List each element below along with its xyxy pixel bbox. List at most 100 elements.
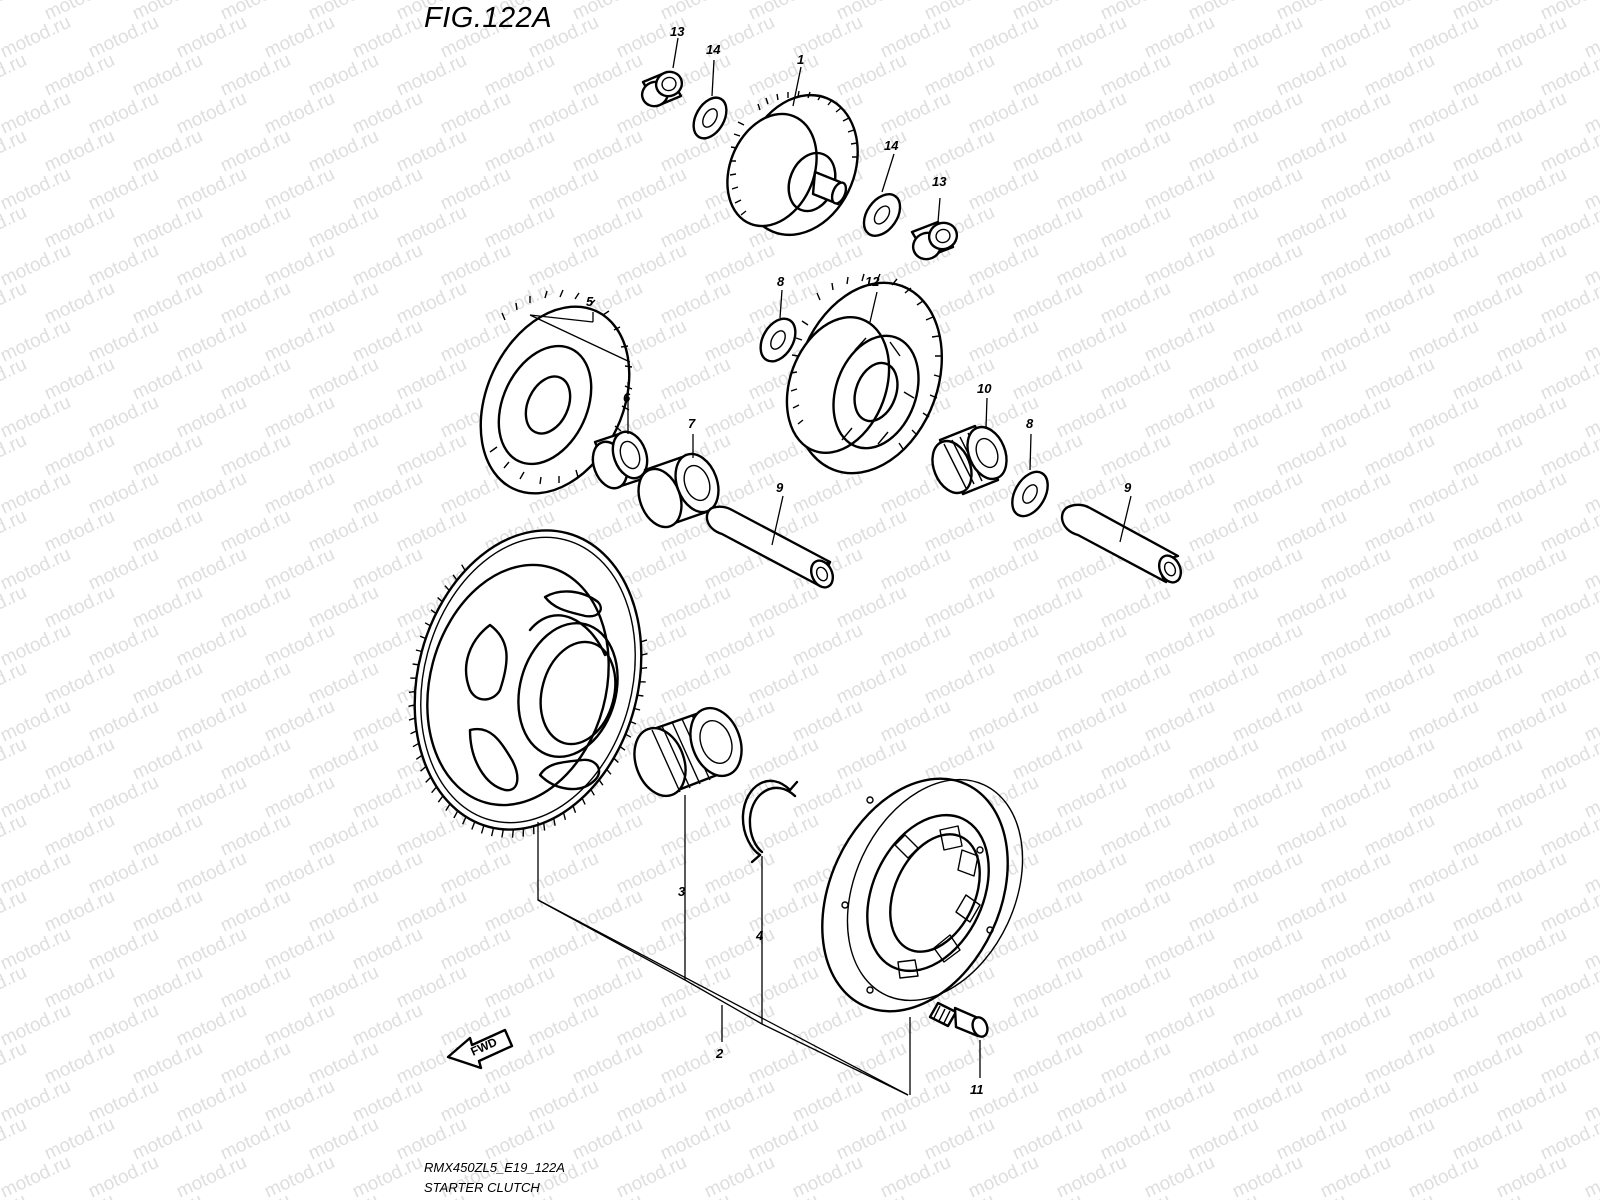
callout-13: 13: [670, 24, 685, 39]
watermark-text: motod.ru: [305, 1190, 382, 1200]
watermark-text: motod.ru: [1537, 962, 1600, 1013]
watermark-text: motod.ru: [1537, 202, 1600, 253]
watermark-text: motod.ru: [173, 1152, 250, 1200]
watermark-text: motod.ru: [0, 582, 30, 633]
watermark-text: motod.ru: [965, 1152, 1042, 1200]
callout-14: 14: [884, 138, 899, 153]
callout-2: 2: [715, 1046, 724, 1061]
callout-1: 1: [797, 52, 804, 67]
watermark-text: motod.ru: [0, 734, 30, 785]
watermark-text: motod.ru: [789, 1152, 866, 1200]
part-9-shaft-right: [1060, 503, 1183, 584]
part-14-washer-right: [862, 193, 902, 237]
part-5-gear-left: [479, 289, 633, 495]
watermark-text: motod.ru: [0, 962, 30, 1013]
watermark-text: motod.ru: [1537, 886, 1600, 937]
callout-14: 14: [706, 42, 721, 57]
part-2-one-way-clutch: [821, 777, 1024, 1013]
part-13-spacer-right: [910, 220, 959, 261]
watermark-text: motod.ru: [41, 1190, 118, 1200]
watermark-text: motod.ru: [217, 1190, 294, 1200]
watermark-text: motod.ru: [0, 658, 30, 709]
watermark-text: motod.ru: [1537, 810, 1600, 861]
part-8-washer-lower: [1011, 470, 1049, 518]
watermark-text: motod.ru: [1009, 1190, 1086, 1200]
watermark-text: motod.ru: [1141, 1152, 1218, 1200]
part-14-washer-left: [692, 96, 728, 140]
watermark-text: motod.ru: [1361, 1190, 1438, 1200]
watermark-text: motod.ru: [1537, 430, 1600, 481]
watermark-text: motod.ru: [1449, 1190, 1526, 1200]
watermark-text: motod.ru: [1537, 50, 1600, 101]
watermark-text: motod.ru: [0, 278, 30, 329]
figure-title: FIG.122A: [424, 2, 553, 34]
watermark-text: motod.ru: [1229, 1152, 1306, 1200]
watermark-text: motod.ru: [0, 1038, 30, 1089]
watermark-text: motod.ru: [613, 1152, 690, 1200]
watermark-text: motod.ru: [1537, 278, 1600, 329]
watermark-text: motod.ru: [349, 1152, 426, 1200]
watermark-text: motod.ru: [1405, 1152, 1482, 1200]
watermark-text: motod.ru: [0, 1114, 30, 1165]
watermark-text: motod.ru: [1537, 126, 1600, 177]
watermark-text: motod.ru: [1537, 734, 1600, 785]
part-9-shaft-left: [705, 505, 835, 589]
callout-7: 7: [688, 416, 696, 431]
callout-6: 6: [623, 390, 631, 405]
callout-5: 5: [586, 294, 594, 309]
watermark-text: motod.ru: [1097, 1190, 1174, 1200]
callout-4: 4: [755, 928, 764, 943]
callout-3: 3: [678, 884, 686, 899]
callout-10: 10: [977, 381, 992, 396]
part-7-spacer: [637, 452, 720, 529]
figure-code: RMX450ZL5_E19_122A: [424, 1160, 565, 1175]
callout-8: 8: [1026, 416, 1034, 431]
watermark-text: motod.ru: [129, 1190, 206, 1200]
watermark-text: motod.ru: [1537, 1038, 1600, 1089]
watermark-text: motod.ru: [1317, 1152, 1394, 1200]
watermark-text: motod.ru: [745, 1190, 822, 1200]
part-2-starter-driven-gear: [408, 529, 648, 838]
watermark-text: motod.ru: [0, 50, 30, 101]
watermark-text: motod.ru: [569, 1190, 646, 1200]
watermark-text: motod.ru: [0, 0, 30, 25]
watermark-text: motod.ru: [1537, 658, 1600, 709]
callout-9: 9: [1124, 480, 1132, 495]
watermark-text: motod.ru: [921, 1190, 998, 1200]
watermark-text: motod.ru: [0, 354, 30, 405]
part-3-needle-bearing: [633, 706, 743, 798]
leader-lines: [529, 37, 1132, 1096]
watermark-text: motod.ru: [0, 886, 30, 937]
watermark-text: motod.ru: [0, 202, 30, 253]
watermark-text: motod.ru: [1053, 1152, 1130, 1200]
part-8-washer-upper: [759, 317, 797, 363]
watermark-text: motod.ru: [1537, 582, 1600, 633]
watermark-text: motod.ru: [1537, 506, 1600, 557]
figure-name: STARTER CLUTCH: [424, 1180, 540, 1195]
watermark-text: motod.ru: [877, 1152, 954, 1200]
watermark-text: motod.ru: [657, 1190, 734, 1200]
watermark-text: motod.ru: [1273, 1190, 1350, 1200]
watermark-text: motod.ru: [85, 1152, 162, 1200]
watermark-text: motod.ru: [261, 1152, 338, 1200]
callout-8: 8: [777, 274, 785, 289]
part-6-needle-bearing: [591, 430, 649, 490]
watermark-text: motod.ru: [0, 810, 30, 861]
part-4-circlip: [741, 779, 799, 864]
callout-11: 11: [970, 1082, 984, 1097]
callout-numbers: 13 14 1 14 13 5 6 7 8 12 10 8 9 9 3 4 2 …: [586, 24, 1132, 1097]
watermark-text: motod.ru: [0, 430, 30, 481]
callout-12: 12: [865, 274, 880, 289]
part-1-idle-gear-assembly: [726, 90, 859, 237]
watermark-text: motod.ru: [0, 1152, 74, 1200]
watermark-text: motod.ru: [1537, 1114, 1600, 1165]
part-11-bolt: [928, 1001, 989, 1038]
watermark-text: motod.ru: [1493, 1152, 1570, 1200]
watermark-text: motod.ru: [701, 1152, 778, 1200]
watermark-text: motod.ru: [0, 126, 30, 177]
watermark-text: motod.ru: [0, 506, 30, 557]
callout-9: 9: [776, 480, 784, 495]
watermark-text: motod.ru: [1537, 354, 1600, 405]
